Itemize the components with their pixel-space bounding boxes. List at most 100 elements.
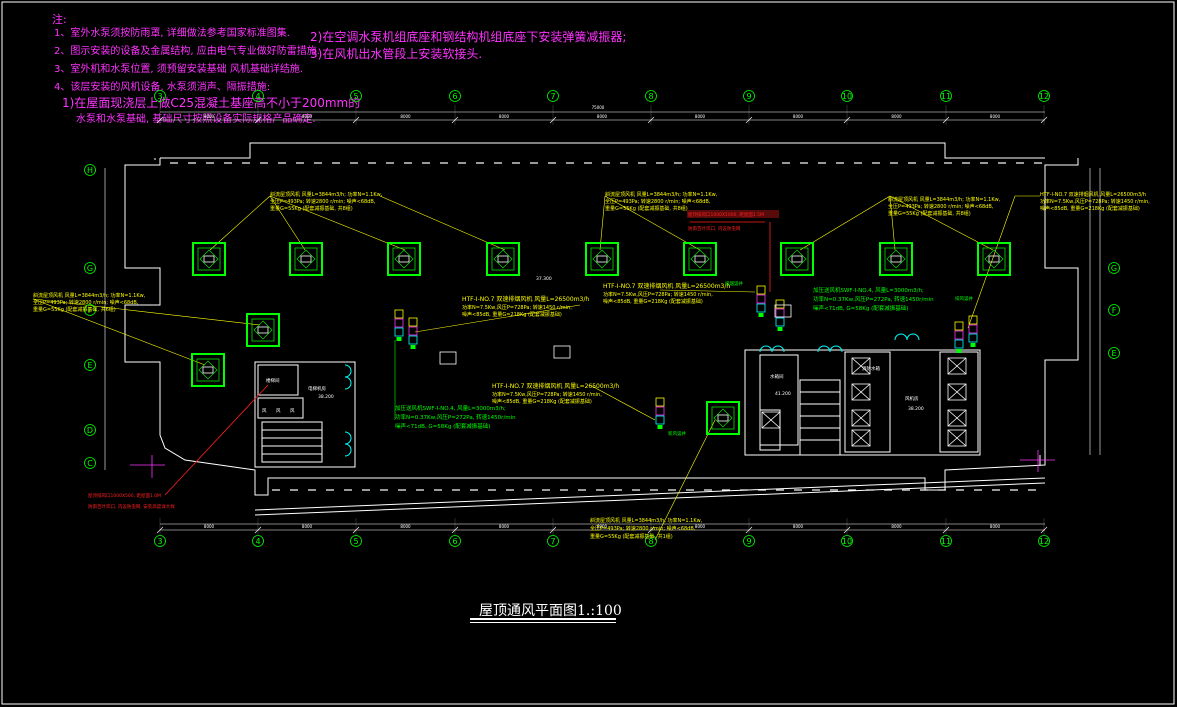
- svg-text:全压P=493Pa; 转速2800 r/min; 噪声<68: 全压P=493Pa; 转速2800 r/min; 噪声<68dB,: [590, 525, 696, 532]
- dim-text-bottom: 8000: [400, 524, 411, 529]
- roof-fan-icon: [289, 242, 323, 276]
- svg-text:41.200: 41.200: [775, 391, 791, 397]
- label-fan-group-1: 斜流屋顶风机 风量L=3844m3/h; 功率N=1.1Kw, 全压P=493P…: [270, 191, 383, 212]
- roof-fan-icon: [585, 242, 619, 276]
- svg-text:9: 9: [746, 92, 751, 101]
- dim-text-bottom: 8000: [891, 524, 902, 529]
- dim-text-bottom: 8000: [695, 524, 706, 529]
- parapet-scuppers: [170, 162, 1042, 491]
- dim-tick: [647, 116, 655, 124]
- dim-text-top: 8000: [793, 114, 804, 119]
- roof-fan-icon: [486, 242, 520, 276]
- equipment-box-icon: [947, 383, 967, 401]
- drawing-title: 屋顶通风平面图1.:100: [479, 603, 622, 619]
- equipment-box-icon: [947, 429, 967, 447]
- dim-text-bottom: 8000: [499, 524, 510, 529]
- svg-text:C: C: [87, 459, 93, 468]
- title-underline-thin: [470, 622, 616, 623]
- svg-text:防雨百叶风口, 内设防虫网: 防雨百叶风口, 内设防虫网: [688, 225, 741, 232]
- label-htf-1: HTF-I-NO.7 双速排烟风机 风量L=26500m3/h 功率N=7.5K…: [462, 295, 589, 318]
- svg-text:消防水箱: 消防水箱: [862, 365, 880, 372]
- grid-bubble-top: 6: [449, 90, 461, 102]
- note-line-2: 2、图示安装的设备及金属结构, 应由电气专业做好防雷措施.: [54, 46, 320, 57]
- dim-tick: [451, 116, 459, 124]
- dim-tick: [254, 526, 262, 534]
- equipment-x-boxes: [761, 357, 967, 447]
- svg-text:全压P=493Pa; 转速2800 r/min; 噪声<68: 全压P=493Pa; 转速2800 r/min; 噪声<68dB,: [33, 299, 139, 306]
- label-red-2: 屋顶排风口1000X500, 距屋面1.0M 防雨百叶风口, 内设防虫网, 安装…: [88, 492, 175, 510]
- svg-text:HTF-I-NO.7 双速排烟风机 风量L=26500m3/: HTF-I-NO.7 双速排烟风机 风量L=26500m3/h: [462, 295, 589, 303]
- svg-text:斜流屋顶风机 风量L=3844m3/h; 功率N=1.1Kw: 斜流屋顶风机 风量L=3844m3/h; 功率N=1.1Kw,: [33, 292, 146, 299]
- dim-text-bottom: 8000: [204, 524, 215, 529]
- svg-text:排烟竖井: 排烟竖井: [725, 280, 743, 287]
- dim-tick: [745, 526, 753, 534]
- grid-bubble-bottom: 5: [350, 535, 362, 547]
- note-line-4: 4、该层安装的风机设备, 水泵须消声、隔振措施:: [54, 82, 271, 93]
- grid-bubble-bottom: 11: [940, 535, 952, 547]
- label-red-1: 屋顶排风口1000X1000, 距屋面1.5M 防雨百叶风口, 内设防虫网: [687, 210, 779, 232]
- svg-text:9: 9: [746, 537, 751, 546]
- note-right-1: 2)在空调水泵机组底座和钢结构机组底座下安装弹簧减振器;: [310, 30, 627, 44]
- svg-text:重量G=55Kg (配套减振基础, 共8组): 重量G=55Kg (配套减振基础, 共8组): [888, 210, 971, 217]
- dim-tick: [352, 116, 360, 124]
- svg-text:水箱间: 水箱间: [770, 373, 784, 380]
- svg-text:5: 5: [353, 92, 358, 101]
- grid-bubble-right: G: [1108, 262, 1120, 274]
- svg-text:G: G: [87, 264, 93, 273]
- note-line-1: 1、室外水泵须按防雨罩, 详细做法参考国家标准图集.: [54, 28, 290, 39]
- svg-text:10: 10: [842, 537, 852, 546]
- svg-text:5: 5: [353, 537, 358, 546]
- svg-text:8: 8: [648, 92, 653, 101]
- exhaust-unit-icon: [408, 317, 418, 349]
- label-fan-group-3: 斜流屋顶风机 风量L=3844m3/h; 功率N=1.1Kw, 全压P=493P…: [888, 196, 1001, 217]
- svg-text:噪声<85dB, 重量G=218Kg (配套减振基础): 噪声<85dB, 重量G=218Kg (配套减振基础): [603, 298, 703, 305]
- dim-tick: [843, 526, 851, 534]
- roof-fan-icon: [387, 242, 421, 276]
- svg-text:HTF-I-NO.7 双速排烟风机 风量L=26500m3/: HTF-I-NO.7 双速排烟风机 风量L=26500m3/h: [603, 282, 730, 290]
- equipment-box-icon: [851, 429, 871, 447]
- door-swings: [344, 333, 920, 457]
- svg-text:10: 10: [842, 92, 852, 101]
- note-line-3: 3、室外机和水泵位置, 须预留安装基础 风机基础详结施.: [54, 64, 304, 75]
- grid-bubble-bottom: 4: [252, 535, 264, 547]
- svg-text:重量G=55Kg (配套减振基础, 共6组): 重量G=55Kg (配套减振基础, 共6组): [33, 306, 116, 313]
- svg-text:12: 12: [1039, 92, 1049, 101]
- note-line-6: 水泵和水泵基础, 基础尺寸按照设备实际规格产品确定.: [76, 114, 316, 125]
- label-htf-2: HTF-I-NO.7 双速排烟风机 风量L=26500m3/h 功率N=7.5K…: [603, 282, 730, 305]
- dim-text-top: 8000: [695, 114, 706, 119]
- svg-text:噪声<85dB, 重量G=218Kg (配套减振基础): 噪声<85dB, 重量G=218Kg (配套减振基础): [462, 311, 562, 318]
- roof-fan-icon: [780, 242, 814, 276]
- svg-text:加压送风机SWF-I-NO.4, 风量L=3000m3/h;: 加压送风机SWF-I-NO.4, 风量L=3000m3/h;: [395, 404, 506, 412]
- svg-text:屋顶排风口1000X1000, 距屋面1.5M: 屋顶排风口1000X1000, 距屋面1.5M: [688, 211, 764, 218]
- notes-heading: 注:: [52, 13, 67, 26]
- grid-bubble-top: 3: [154, 90, 166, 102]
- equipment-box-icon: [851, 383, 871, 401]
- label-swf-1: 加压送风机SWF-I-NO.4, 风量L=3000m3/h; 功率N=0.37K…: [395, 404, 516, 430]
- roof-fans: [191, 242, 1011, 435]
- dim-text-top: 8000: [204, 114, 215, 119]
- svg-text:防雨百叶风口, 内设防虫网, 安装高度详大样: 防雨百叶风口, 内设防虫网, 安装高度详大样: [88, 503, 175, 510]
- dim-text-bottom: 8000: [990, 524, 1001, 529]
- svg-text:F: F: [1112, 306, 1117, 315]
- svg-text:楼梯间: 楼梯间: [266, 377, 280, 384]
- svg-text:新风竖井: 新风竖井: [668, 430, 686, 437]
- svg-text:重量G=55Kg (配套减振基础, 共1组): 重量G=55Kg (配套减振基础, 共1组): [590, 533, 673, 540]
- svg-text:噪声<71dB, G=58Kg (配套减振基础): 噪声<71dB, G=58Kg (配套减振基础): [395, 422, 490, 430]
- magenta-marks: [130, 450, 1055, 478]
- grid-bubble-left: F: [84, 304, 96, 316]
- svg-text:功率N=7.5Kw,风压P=728Pa; 转速1450 r/: 功率N=7.5Kw,风压P=728Pa; 转速1450 r/min,: [603, 291, 713, 298]
- grid-bubble-top: 4: [252, 90, 264, 102]
- grid-axes: [159, 105, 1045, 535]
- grid-bubble-top: 5: [350, 90, 362, 102]
- svg-text:11: 11: [941, 537, 951, 546]
- dim-tick: [843, 116, 851, 124]
- svg-text:38.200: 38.200: [318, 394, 334, 400]
- svg-text:6: 6: [452, 537, 457, 546]
- grid-bubble-top: 9: [743, 90, 755, 102]
- svg-text:重量G=55Kg (配套减振基础, 共8组): 重量G=55Kg (配套减振基础, 共8组): [605, 205, 688, 212]
- leader-lines-red: [164, 221, 771, 496]
- svg-text:噪声<85dB, 重量G=218Kg (配套减振基础): 噪声<85dB, 重量G=218Kg (配套减振基础): [1040, 205, 1140, 212]
